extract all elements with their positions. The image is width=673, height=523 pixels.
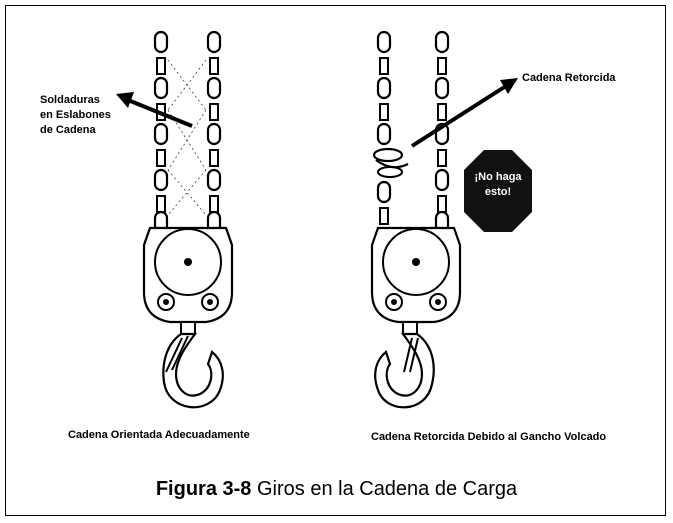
stop-sign-icon [464,150,532,232]
figure-number: Figura 3-8 [155,478,252,500]
figure-title: Giros en la Cadena de Carga [251,478,518,500]
chain-right-column [206,30,222,234]
chain-right-column-twisted [434,30,450,234]
welds-label-line2: en Eslabones [40,109,111,121]
welds-label-line1: Soldaduras [40,94,100,106]
weld-lines [167,59,207,216]
chain-hoist-correct-illustration [142,30,234,409]
chain-left-column-twisted [372,30,409,225]
figure-caption: Figura 3-8 Giros en la Cadena de Carga [0,478,673,501]
arrow-icon [116,92,193,128]
arrow-icon [410,78,518,148]
welds-label-line3: de Cadena [40,124,96,136]
chain-hoist-twisted-illustration [370,30,462,409]
caption-correct: Cadena Orientada Adecuadamente [68,429,250,441]
warning-label-line1: ¡No haga [474,171,522,183]
warning-label-line2: esto! [484,186,512,198]
caption-twisted: Cadena Retorcida Debido al Gancho Volcad… [371,431,607,443]
warning-label: ¡No haga esto! [464,170,532,200]
chain-left-column [153,30,169,234]
figure-frame [5,5,666,516]
twisted-chain-label: Cadena Retorcida [522,72,616,84]
welds-label: Soldaduras en Eslabones de Cadena [40,93,111,138]
